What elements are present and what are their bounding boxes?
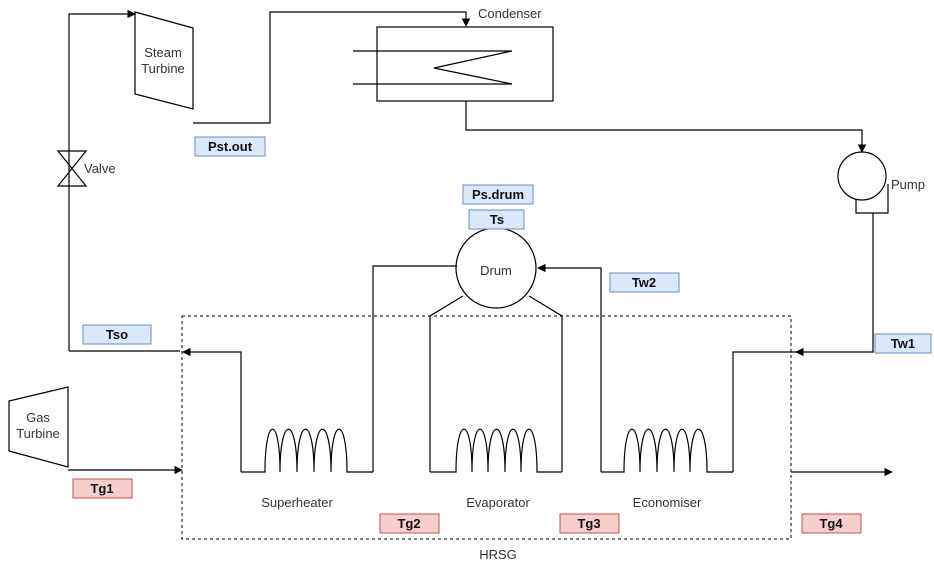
pump-outlet (855, 184, 889, 214)
tag-ps-drum: Ps.drum (462, 184, 534, 205)
svg-text:Ts: Ts (490, 212, 504, 227)
svg-text:Tg2: Tg2 (397, 516, 420, 531)
economiser-label: Economiser (633, 495, 702, 510)
tag-tw1: Tw1 (874, 333, 932, 354)
svg-text:Tg3: Tg3 (577, 516, 600, 531)
valve-label: Valve (84, 161, 116, 176)
svg-text:Ps.drum: Ps.drum (472, 187, 524, 202)
evaporator-label: Evaporator (466, 495, 530, 510)
gas-turbine-shape (8, 386, 69, 468)
condenser-label: Condenser (478, 6, 542, 21)
steam-to-turbine-pipe (68, 9, 136, 351)
drum-label: Drum (480, 263, 512, 278)
economiser-coil (601, 428, 733, 473)
feedwater-pipe (795, 213, 874, 357)
condenser-shape (376, 26, 554, 102)
svg-text:Tso: Tso (106, 327, 128, 342)
tag-tg2: Tg2 (379, 513, 440, 534)
superheater-coil (241, 428, 373, 473)
svg-text:Pst.out: Pst.out (208, 139, 253, 154)
tag-tg1: Tg1 (72, 478, 133, 499)
hrsg-boundary (181, 315, 792, 540)
condensate-pipe (465, 101, 867, 153)
tag-tso: Tso (82, 324, 152, 345)
svg-text:Tg4: Tg4 (819, 516, 843, 531)
tag-tg3: Tg3 (559, 513, 620, 534)
downcomer-right (528, 295, 563, 472)
economiser-to-drum-pipe (537, 263, 602, 472)
downcomer-left (429, 295, 464, 472)
pump-label: Pump (891, 177, 925, 192)
hrsg-label: HRSG (479, 547, 517, 562)
tag-pst-out: Pst.out (194, 136, 266, 157)
svg-text:Tg1: Tg1 (90, 481, 113, 496)
superheater-label: Superheater (261, 495, 333, 510)
tag-tg4: Tg4 (801, 513, 862, 534)
tag-ts: Ts (468, 209, 525, 230)
pump-shape (837, 151, 887, 201)
valve-shape (56, 150, 88, 187)
superheater-outlet-pipe (182, 347, 242, 472)
steam-turbine-shape (134, 11, 194, 110)
svg-text:Tw1: Tw1 (891, 336, 915, 351)
turbine-exhaust-pipe (193, 11, 471, 124)
evaporator-coil (430, 428, 562, 473)
drum-to-superheater-pipe (372, 265, 457, 472)
economiser-inlet-pipe (732, 351, 797, 472)
tag-tw2: Tw2 (609, 272, 680, 293)
condenser-tube (353, 50, 513, 85)
svg-text:Tw2: Tw2 (632, 275, 656, 290)
